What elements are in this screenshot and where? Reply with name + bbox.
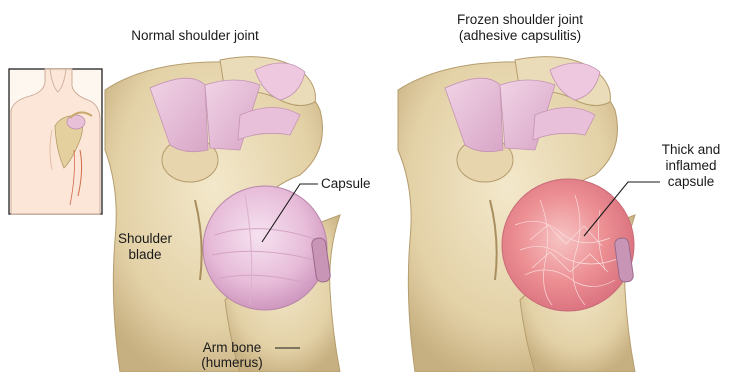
normal-shoulder	[105, 57, 340, 372]
inflamed-capsule-label-line1: Thick and	[652, 142, 730, 158]
frozen-joint-title-line1: Frozen shoulder joint	[430, 12, 610, 28]
inflamed-capsule-label-line3: capsule	[652, 174, 730, 190]
body-inset	[9, 69, 102, 214]
frozen-joint-title-line2: (adhesive capsulitis)	[430, 28, 610, 44]
normal-joint-title: Normal shoulder joint	[110, 28, 280, 44]
arm-bone-label-line2: (humerus)	[192, 355, 272, 371]
arm-bone-label-line1: Arm bone	[192, 340, 272, 356]
inflamed-capsule-label-line2: inflamed	[652, 158, 730, 174]
frozen-shoulder	[398, 57, 635, 372]
capsule-label: Capsule	[321, 176, 371, 192]
shoulder-blade-label-line2: blade	[106, 247, 184, 263]
shoulder-blade-label-line1: Shoulder	[106, 231, 184, 247]
